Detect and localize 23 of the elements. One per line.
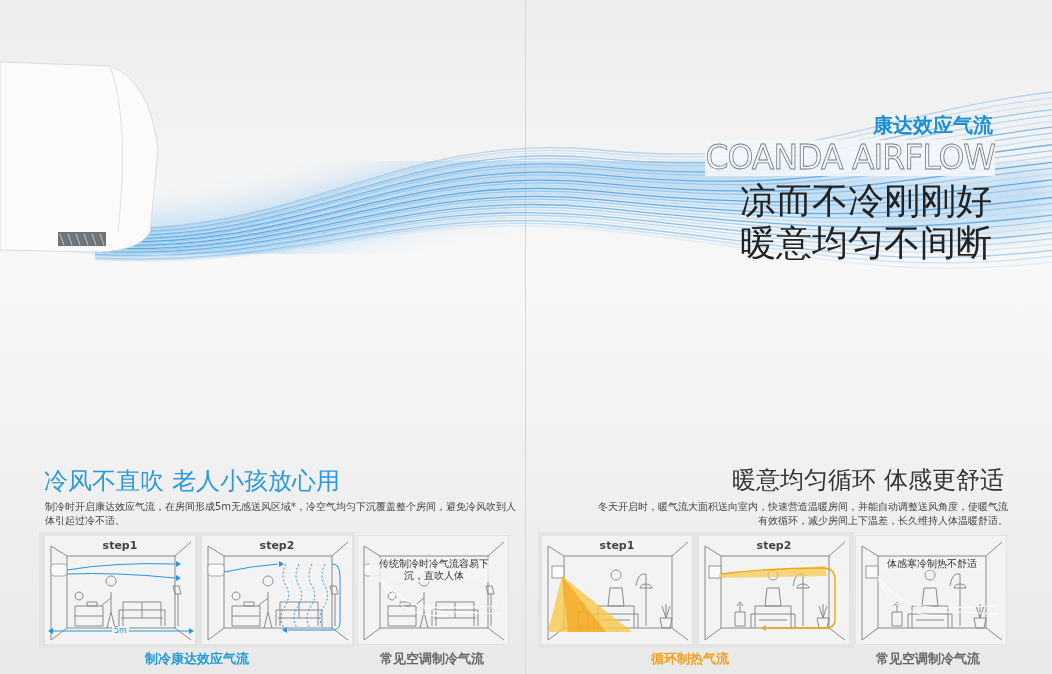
- room-panel: [541, 535, 693, 645]
- headline: 凉而不冷刚刚好: [740, 180, 992, 222]
- panel-caption: 循环制热气流: [650, 650, 730, 668]
- dimension-label: 5m: [112, 626, 129, 636]
- room-panel: [855, 535, 1007, 645]
- headline: 暖意均匀不间断: [740, 222, 992, 264]
- panel-caption: 常见空调制冷气流: [379, 650, 485, 668]
- section-heading: 暖意均匀循环 体感更舒适: [732, 465, 1004, 496]
- panel-caption: 常见空调制冷气流: [875, 650, 981, 668]
- room-panel: [201, 535, 353, 645]
- description-text: 冬天开启时，暖气流大面积送向室内，快速营造温暖房间，并能自动调整送风角度，使暖气流有效循环，减少房间上下温差，长久维持人体温暖舒适。: [597, 500, 1008, 528]
- section-heading: 冷风不直吹 老人小孩放心用: [44, 466, 340, 496]
- panel-caption: 制冷康达效应气流: [144, 650, 250, 668]
- step-label: step2: [258, 539, 296, 552]
- description-text: 制冷时开启康达效应气流，在房间形成5m无感送风区域*，冷空气均匀下沉覆盖整个房间，避免冷风吹到人体引起过冷不适。: [45, 500, 518, 528]
- step-label: step1: [598, 539, 636, 552]
- subtitle: 康达效应气流: [873, 112, 993, 139]
- room-panel: [698, 535, 850, 645]
- step-label: step2: [755, 539, 793, 552]
- english-title: COANDA AIRFLOW: [705, 140, 995, 176]
- room-panel: [357, 535, 509, 645]
- step-label: step1: [101, 539, 139, 552]
- room-panel: [44, 535, 196, 645]
